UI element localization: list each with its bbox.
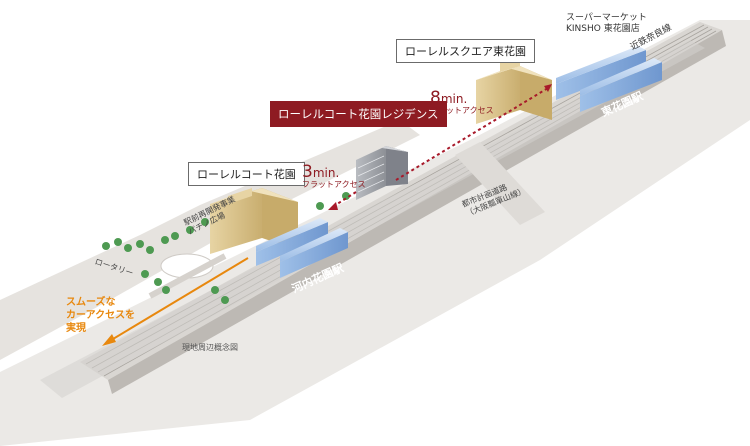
label-supermarket: スーパーマーケット KINSHO 東花園店	[566, 13, 647, 35]
access-to-square-caption: フラットアクセス	[430, 106, 494, 115]
label-laurel-square: ローレルスクエア東花園	[396, 39, 535, 63]
label-laurel-court: ローレルコート花園	[188, 162, 305, 186]
trees	[102, 192, 350, 304]
access-to-station: 3min. フラットアクセス	[302, 164, 366, 191]
label-car-access: スムーズな カーアクセスを 実現	[66, 296, 166, 335]
higashi-hanazono-station	[556, 46, 662, 112]
arrowhead-square	[544, 84, 552, 92]
label-residence: ローレルコート花園レジデンス	[270, 101, 447, 127]
supermarket-line1: スーパーマーケット	[566, 13, 647, 23]
city-road	[455, 142, 545, 225]
access-to-station-caption: フラットアクセス	[302, 180, 366, 189]
railway-embankment-side	[108, 30, 726, 394]
car-access-line2: カーアクセスを	[66, 310, 136, 321]
kawachi-hanazono-station	[256, 218, 348, 278]
flat-access-routes	[333, 87, 549, 207]
access-to-square: 8min. フラットアクセス	[430, 90, 494, 117]
car-access-line1: スムーズな	[66, 297, 116, 308]
access-to-station-minutes: 3	[302, 162, 313, 182]
access-to-square-unit: min.	[440, 92, 468, 106]
access-to-square-minutes: 8	[430, 88, 441, 108]
laurel-court-building	[210, 188, 298, 254]
car-access-arrow	[102, 257, 249, 346]
supermarket-line2: KINSHO 東花園店	[566, 24, 640, 34]
car-access-line3: 実現	[66, 323, 86, 334]
arrowhead-station	[328, 202, 338, 210]
main-road	[40, 40, 705, 398]
map-caption: 現地周辺概念図	[182, 343, 238, 352]
access-to-station-unit: min.	[312, 166, 340, 180]
